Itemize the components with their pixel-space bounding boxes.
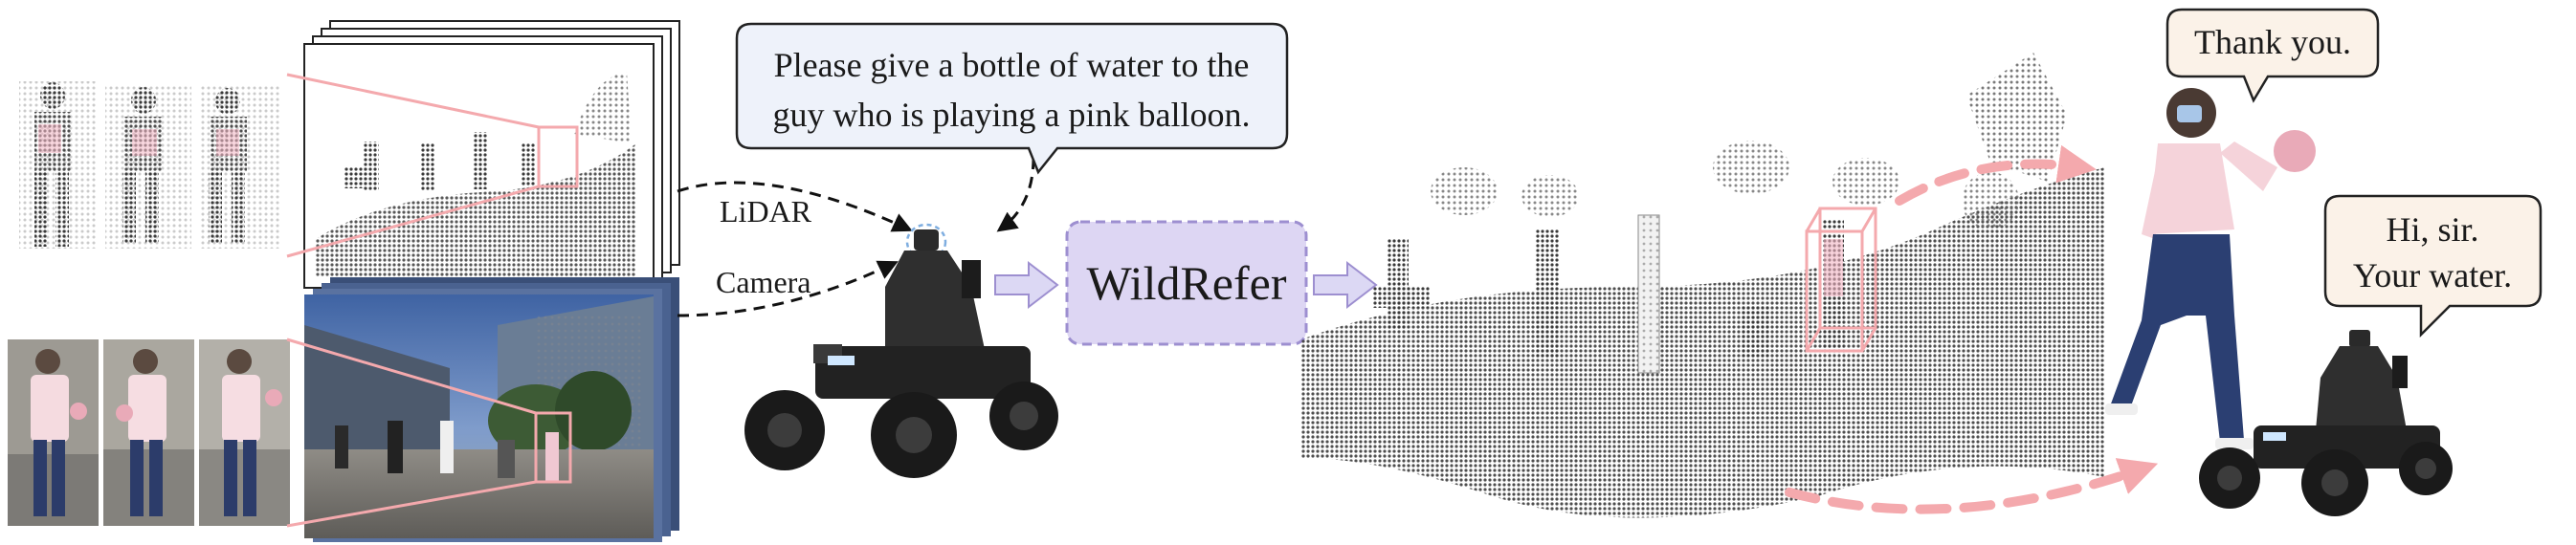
lidar-arrow bbox=[677, 181, 913, 232]
camera-person-crop-3 bbox=[199, 339, 290, 526]
lidar-target-box bbox=[537, 125, 579, 188]
pink-balloon bbox=[2274, 130, 2316, 172]
robot-response-bubble: Hi, sir. Your water. bbox=[2323, 194, 2543, 338]
trajectory-arrows bbox=[1785, 144, 2159, 514]
lidar-zoom-lines bbox=[286, 73, 540, 258]
camera-person-crops bbox=[8, 339, 290, 526]
target-person bbox=[2105, 88, 2316, 449]
scene-point-cloud bbox=[1300, 53, 2106, 520]
lidar-frame-stack bbox=[303, 20, 680, 289]
human-trajectory-arrow bbox=[1895, 144, 2097, 206]
robot-response-line-1: Hi, sir. bbox=[2386, 210, 2478, 249]
instruction-line-1: Please give a bottle of water to the bbox=[774, 46, 1250, 84]
model-output-arrow bbox=[1313, 260, 1378, 310]
camera-label: Camera bbox=[716, 265, 811, 299]
camera-person-crop-2 bbox=[103, 339, 194, 526]
human-response-text: Thank you. bbox=[2194, 23, 2351, 61]
robot-left bbox=[744, 223, 1058, 478]
camera-frame-people bbox=[335, 421, 559, 482]
lidar-frame-front bbox=[303, 43, 655, 289]
robot-response-line-2: Your water. bbox=[2353, 256, 2512, 294]
robot-right bbox=[2199, 330, 2453, 516]
camera-frame-stack bbox=[304, 277, 679, 542]
lidar-person-crop-1 bbox=[19, 81, 96, 249]
instruction-line-2: guy who is playing a pink balloon. bbox=[773, 96, 1251, 134]
instruction-arrow bbox=[996, 157, 1035, 232]
camera-frame-front bbox=[304, 294, 654, 538]
camera-zoom-lines bbox=[286, 338, 537, 528]
sensor-arrows bbox=[677, 157, 1035, 317]
scene-people bbox=[1373, 214, 1844, 374]
model-box: WildRefer bbox=[1065, 220, 1308, 346]
instruction-bubble: Please give a bottle of water to the guy… bbox=[735, 22, 1289, 175]
lidar-frame-people bbox=[344, 132, 535, 191]
model-input-arrow bbox=[994, 260, 1059, 310]
lidar-person-crop-2 bbox=[105, 86, 191, 249]
lidar-person-crops bbox=[19, 81, 280, 249]
model-name: WildRefer bbox=[1086, 256, 1286, 310]
scene-target-3d-box bbox=[1805, 207, 1877, 353]
camera-target-box bbox=[534, 411, 572, 484]
robot-trajectory-arrow bbox=[1785, 458, 2159, 514]
lidar-person-crop-3 bbox=[199, 86, 280, 249]
scene-trees bbox=[1431, 53, 2067, 229]
lidar-label: LiDAR bbox=[720, 194, 812, 229]
camera-person-crop-1 bbox=[8, 339, 99, 526]
human-response-bubble: Thank you. bbox=[2165, 8, 2380, 103]
camera-arrow bbox=[677, 260, 899, 317]
